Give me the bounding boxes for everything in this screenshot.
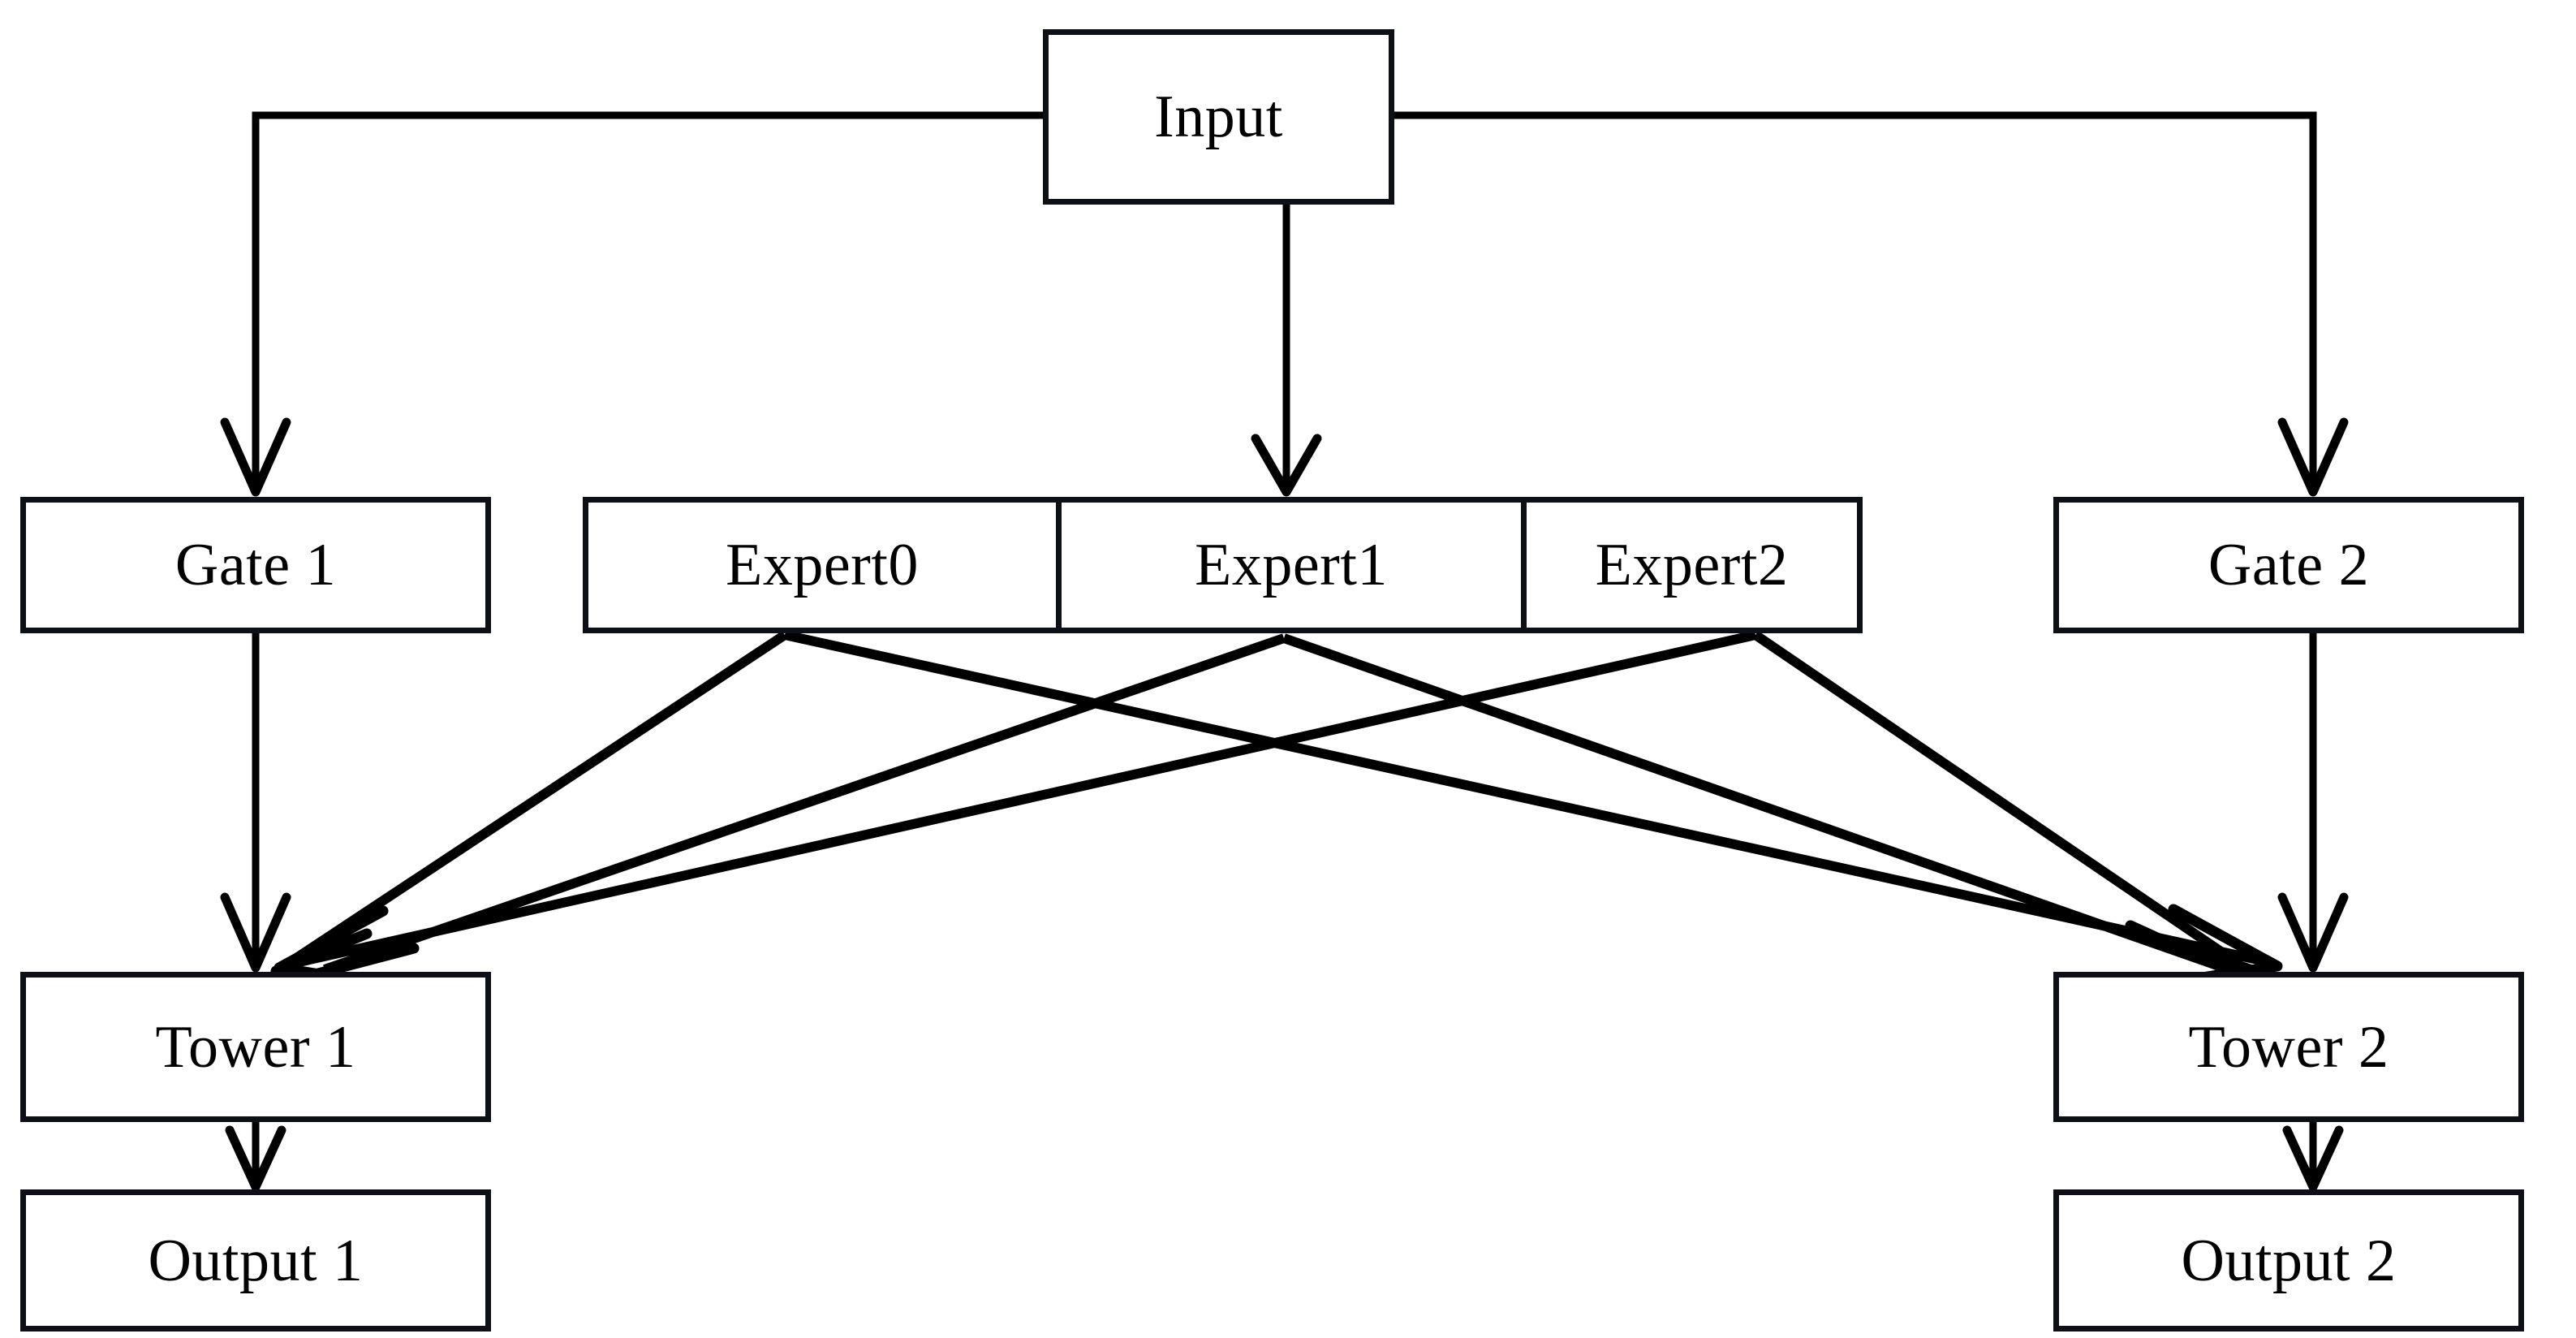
node-gate-2[interactable]: Gate 2: [2053, 497, 2524, 633]
node-gate-1[interactable]: Gate 1: [20, 497, 491, 633]
edge-expert1-to-tower1: [309, 633, 1286, 1006]
node-expert-1[interactable]: Expert1: [1056, 503, 1521, 628]
edge-gate1-to-tower1: [220, 633, 291, 973]
edge-gate2-to-tower2: [2277, 633, 2349, 973]
edge-expert2-to-tower1: [274, 630, 1757, 986]
node-input-label: Input: [1154, 84, 1283, 150]
edge-input-to-experts: [1251, 205, 1322, 497]
node-expert-0[interactable]: Expert0: [588, 503, 1056, 628]
node-input[interactable]: Input: [1043, 29, 1394, 205]
node-tower-2[interactable]: Tower 2: [2053, 972, 2524, 1122]
node-expert-2[interactable]: Expert2: [1521, 503, 1857, 628]
expert-group: Expert0 Expert1 Expert2: [583, 497, 1863, 633]
edge-input-to-gate2: [1394, 111, 2349, 497]
edge-expert0-to-tower1: [270, 630, 788, 992]
node-expert-0-label: Expert0: [726, 532, 919, 598]
node-expert-2-label: Expert2: [1595, 532, 1789, 598]
node-tower-2-label: Tower 2: [2188, 1013, 2389, 1081]
node-tower-1-label: Tower 1: [155, 1013, 356, 1081]
node-output-1[interactable]: Output 1: [20, 1189, 491, 1332]
edge-expert1-to-tower2: [1282, 633, 2239, 999]
edge-expert0-to-tower2: [783, 630, 2283, 984]
node-output-2-label: Output 2: [2181, 1227, 2397, 1294]
edge-tower1-to-output1: [225, 1122, 286, 1192]
edge-input-to-gate1: [220, 111, 1043, 497]
node-gate-2-label: Gate 2: [2208, 532, 2370, 598]
node-output-2[interactable]: Output 2: [2053, 1189, 2524, 1332]
node-output-1-label: Output 1: [148, 1227, 364, 1294]
node-gate-1-label: Gate 1: [174, 532, 337, 598]
edge-expert2-to-tower2: [1752, 631, 2255, 1007]
edge-tower2-to-output2: [2282, 1122, 2344, 1192]
node-tower-1[interactable]: Tower 1: [20, 972, 491, 1122]
node-expert-1-label: Expert1: [1195, 532, 1388, 598]
